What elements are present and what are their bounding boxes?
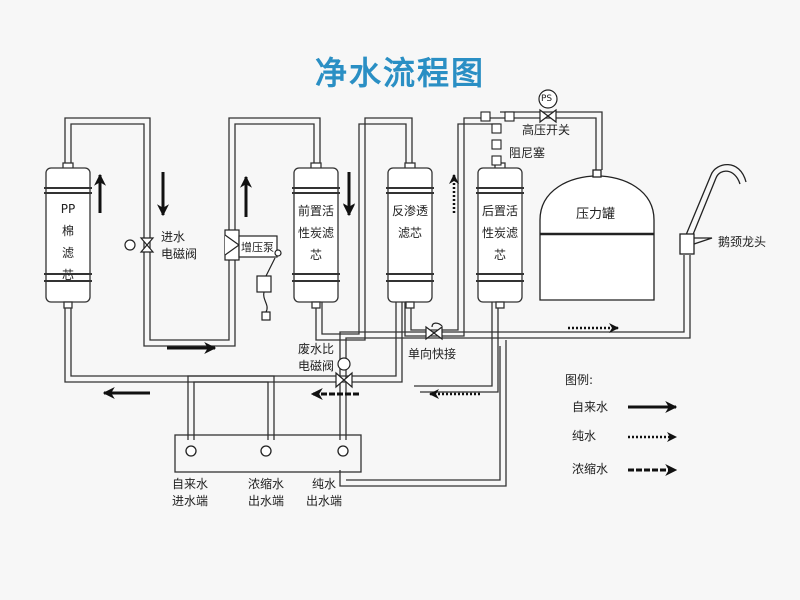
filter-label-line: 滤 (61, 246, 74, 260)
pressure-tank-label: 压力罐 (576, 207, 616, 222)
filter-housing-post-carbon (476, 162, 524, 309)
port-label: 自来水进水端 (172, 476, 208, 510)
high-pressure-switch-label: 高压开关 (522, 123, 571, 137)
filter-label-line: 棉 (61, 224, 74, 238)
legend-title: 图例: (565, 373, 594, 387)
filter-label-line: 芯 (309, 248, 322, 262)
filter-label-line: 芯 (493, 248, 506, 262)
port-label-line: 进水端 (172, 494, 209, 508)
flow-restrictor-icon (480, 111, 515, 166)
inlet-valve-label: 进水 电磁阀 (161, 229, 197, 263)
flow-restrictor-label: 阻尼塞 (509, 146, 546, 160)
pipe-ro-to-postcarbon (404, 117, 500, 337)
port-label-line: 出水端 (248, 494, 285, 508)
filter-label-pre-carbon: 前置活性炭滤芯 (292, 200, 340, 266)
filter-label-line: 芯 (61, 268, 74, 282)
filter-housing-pre-carbon (292, 162, 340, 309)
pipe-precarbon-to-ro (315, 117, 413, 341)
waste-valve-label: 废水比 电磁阀 (298, 341, 334, 375)
port-label-line: 浓缩水 (248, 477, 285, 491)
filter-label-line: 前置活 (297, 204, 334, 218)
page-title: 净水流程图 (314, 54, 485, 92)
faucet-label: 鹅颈龙头 (718, 235, 767, 249)
inlet-valve-label-line: 进水 (161, 230, 186, 244)
booster-pump-label: 增压泵 (241, 241, 274, 254)
filter-label-line: 反渗透 (391, 204, 428, 218)
waste-valve-label-line: 电磁阀 (298, 359, 335, 373)
filter-label-line: 性炭滤 (297, 226, 334, 240)
filter-label-ro: 反渗透滤芯 (386, 200, 434, 244)
check-valve-icon (425, 322, 443, 341)
port-tap-water-in[interactable] (185, 445, 197, 457)
check-valve-label: 单向快接 (408, 347, 457, 361)
pipe-pp-to-valve (64, 117, 321, 341)
port-label-line: 纯水 (312, 477, 337, 491)
legend-tap-water-label: 自来水 (572, 400, 609, 414)
pipe-to-faucet (339, 255, 685, 440)
legend-arrows (628, 401, 678, 476)
high-pressure-switch-icon (538, 89, 558, 124)
pipes (64, 111, 691, 487)
pipe-waste (187, 302, 397, 440)
pipe-post-to-out (414, 302, 493, 387)
gooseneck-faucet-icon (679, 163, 747, 255)
port-concentrate-out[interactable] (260, 445, 272, 457)
filter-label-line: 滤芯 (397, 226, 422, 240)
inlet-valve-icon (124, 237, 155, 253)
filter-label-post-carbon: 后置活性炭滤芯 (476, 200, 524, 266)
legend-concentrate-label: 浓缩水 (572, 462, 609, 476)
filter-label-line: PP (60, 202, 76, 216)
inlet-valve-label-line: 电磁阀 (161, 247, 198, 261)
port-box (174, 434, 362, 473)
waste-valve-label-line: 废水比 (298, 342, 335, 356)
port-label: 浓缩水出水端 (248, 476, 284, 510)
pipe-pp-to-source (64, 302, 269, 440)
pipe-to-tank (500, 117, 597, 170)
ps-badge: PS (541, 94, 553, 104)
port-label: 纯水出水端 (306, 476, 342, 510)
booster-pump-icon (224, 229, 282, 321)
legend-pure-water-label: 纯水 (572, 429, 597, 443)
filter-label-line: 性炭滤 (481, 226, 518, 240)
filter-housing-ro (386, 162, 434, 309)
pressure-tank-icon (539, 169, 655, 301)
filter-label-pp: PP 棉滤芯 (44, 198, 92, 286)
filter-housing-pp (44, 162, 92, 309)
port-label-line: 出水端 (306, 494, 343, 508)
port-pure-out[interactable] (337, 445, 349, 457)
flow-arrows (94, 172, 619, 400)
port-label-line: 自来水 (172, 477, 209, 491)
filter-label-line: 后置活 (481, 204, 518, 218)
waste-valve-icon (335, 357, 353, 389)
